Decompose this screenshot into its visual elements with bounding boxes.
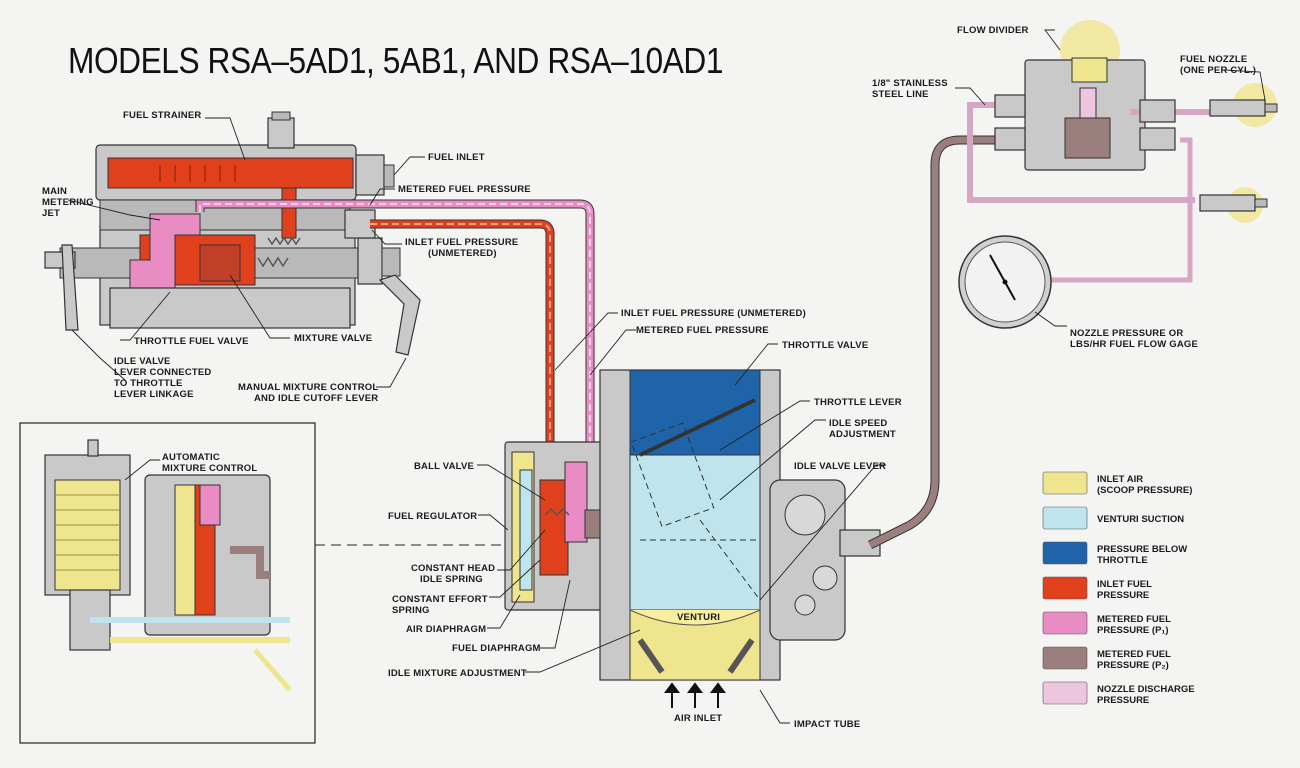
strainer-chamber [107, 157, 354, 189]
legend-label-line2: THROTTLE [1097, 555, 1148, 566]
leader-lines [67, 29, 1266, 724]
legend-swatch [1042, 646, 1088, 670]
legend-label-line1: INLET AIR [1097, 474, 1143, 485]
fuel-nozzle-upper [1209, 83, 1278, 127]
label-idle-valve-2: LEVER CONNECTED [114, 367, 211, 378]
label-nozzle-gage-1: NOZZLE PRESSURE OR [1070, 328, 1183, 339]
label-automatic-mixture-1: AUTOMATIC [162, 452, 220, 463]
label-idle-speed-1: IDLE SPEED [829, 418, 888, 429]
callout-labels: FUEL STRAINER FUEL INLET METERED FUEL PR… [42, 25, 1256, 730]
label-metered-fuel-mid: METERED FUEL PRESSURE [636, 325, 769, 336]
label-manual-mixture-1: MANUAL MIXTURE CONTROL [238, 382, 378, 393]
label-steel-line-1: 1/8" STAINLESS [872, 78, 948, 89]
fuel-flow-gauge [958, 235, 1052, 329]
legend-swatch [1042, 611, 1088, 635]
legend-label-line1: INLET FUEL [1097, 579, 1152, 590]
label-fuel-regulator: FUEL REGULATOR [388, 511, 477, 522]
label-fuel-nozzle-2: (ONE PER CYL.) [1180, 65, 1256, 76]
label-throttle-fuel-valve: THROTTLE FUEL VALVE [134, 336, 249, 347]
label-idle-valve-4: LEVER LINKAGE [114, 389, 194, 400]
pressure-below-throttle-region [629, 369, 761, 456]
label-steel-line-2: STEEL LINE [872, 89, 929, 100]
label-idle-mixture: IDLE MIXTURE ADJUSTMENT [388, 668, 527, 679]
label-impact-tube: IMPACT TUBE [794, 719, 860, 730]
label-fuel-inlet: FUEL INLET [428, 152, 485, 163]
fuel-nozzle-lower [1199, 187, 1268, 223]
label-idle-valve-1: IDLE VALVE [114, 356, 171, 367]
label-fuel-diaphragm: FUEL DIAPHRAGM [452, 643, 541, 654]
label-ball-valve: BALL VALVE [414, 461, 474, 472]
legend-label-line2: PRESSURE [1097, 695, 1149, 706]
label-air-inlet: AIR INLET [674, 713, 722, 724]
legend-label-line2: PRESSURE (P₁) [1097, 625, 1169, 636]
legend-swatch [1042, 681, 1088, 705]
label-metered-fuel-pressure-top: METERED FUEL PRESSURE [398, 184, 531, 195]
legend-swatch [1042, 576, 1088, 600]
legend-label-line1: METERED FUEL [1097, 614, 1171, 625]
label-main-2: METERING [42, 197, 94, 208]
label-constant-head-1: CONSTANT HEAD [411, 563, 495, 574]
label-constant-effort-2: SPRING [392, 605, 430, 616]
label-inlet-fuel-unmetered-mid: INLET FUEL PRESSURE (UNMETERED) [621, 308, 806, 319]
legend-label-line1: NOZZLE DISCHARGE [1097, 684, 1195, 695]
page-title: MODELS RSA–5AD1, 5AB1, AND RSA–10AD1 [68, 40, 724, 81]
venturi-suction-region [629, 454, 761, 611]
label-idle-valve-lever: IDLE VALVE LEVER [794, 461, 886, 472]
label-throttle-lever: THROTTLE LEVER [814, 397, 902, 408]
label-main-1: MAIN [42, 186, 67, 197]
label-constant-effort-1: CONSTANT EFFORT [392, 594, 488, 605]
label-automatic-mixture-2: MIXTURE CONTROL [162, 463, 257, 474]
legend-label-line2: PRESSURE (P₂) [1097, 660, 1169, 671]
legend-label-line1: PRESSURE BELOW [1097, 544, 1187, 555]
legend-label-line2: PRESSURE [1097, 590, 1149, 601]
label-idle-speed-2: ADJUSTMENT [829, 429, 896, 440]
automatic-mixture-control-inset [19, 422, 316, 744]
legend-swatch [1042, 506, 1088, 530]
legend-label-line1: METERED FUEL [1097, 649, 1171, 660]
label-idle-valve-3: TO THROTTLE [114, 378, 183, 389]
label-inlet-fuel-top-1: INLET FUEL PRESSURE [405, 237, 518, 248]
legend-swatch [1042, 471, 1088, 495]
label-venturi: VENTURI [677, 612, 720, 623]
label-manual-mixture-2: AND IDLE CUTOFF LEVER [254, 393, 378, 404]
flow-divider [967, 20, 1210, 283]
label-fuel-nozzle-1: FUEL NOZZLE [1180, 54, 1247, 65]
legend-label-line1: VENTURI SUCTION [1097, 514, 1184, 525]
legend-label-line2: (SCOOP PRESSURE) [1097, 485, 1192, 496]
label-throttle-valve: THROTTLE VALVE [782, 340, 868, 351]
label-air-diaphragm: AIR DIAPHRAGM [406, 624, 486, 635]
regulator-and-throttle-body [504, 369, 881, 681]
label-nozzle-gage-2: LBS/HR FUEL FLOW GAGE [1070, 339, 1198, 350]
label-inlet-fuel-top-2: (UNMETERED) [428, 248, 497, 259]
label-constant-head-2: IDLE SPRING [420, 574, 483, 585]
label-fuel-strainer: FUEL STRAINER [123, 110, 201, 121]
label-mixture-valve: MIXTURE VALVE [294, 333, 372, 344]
air-inlet-arrows [664, 682, 726, 708]
label-main-3: JET [42, 208, 60, 219]
legend-swatch [1042, 541, 1088, 565]
label-flow-divider: FLOW DIVIDER [957, 25, 1029, 36]
color-legend: INLET AIR(SCOOP PRESSURE) VENTURI SUCTION… [1042, 471, 1195, 706]
servo-valve-assembly [44, 111, 421, 356]
